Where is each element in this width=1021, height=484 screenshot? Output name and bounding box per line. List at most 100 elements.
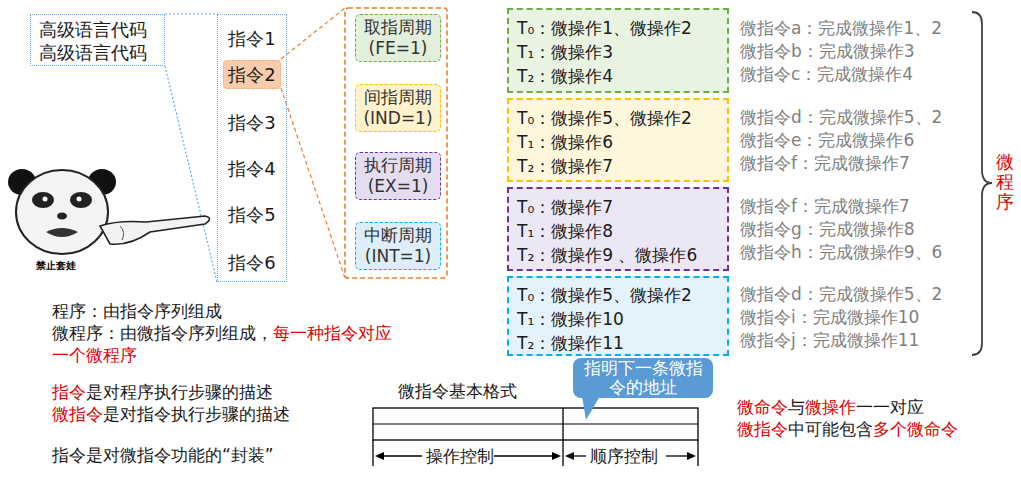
timing-box: T₀：微操作1、微操作2T₁：微操作3T₂：微操作4	[507, 8, 729, 93]
text-line: 微指令e：完成微操作6	[740, 129, 914, 151]
node-text: 指令4	[222, 158, 282, 180]
text-line: 微指令基本格式	[398, 380, 517, 402]
label-text: 微指令f：完成微操作7	[740, 196, 910, 216]
cycle-box: 执行周期 (EX=1)	[355, 152, 441, 200]
node-text: T₀：微操作5、微操作2	[517, 283, 719, 307]
label-text: 微指令基本格式	[398, 381, 517, 401]
label-text: 微指令g：完成微操作8	[740, 219, 915, 239]
text-line: 微指令是对指令执行步骤的描述	[52, 403, 290, 425]
node-text: T₀：微操作5、微操作2	[517, 106, 719, 130]
node-text: 执行周期 (EX=1)	[359, 155, 437, 197]
brace	[972, 12, 992, 355]
timing-box: T₀：微操作7T₁：微操作8T₂：微操作9 、微操作6	[507, 187, 729, 271]
callout-bubble: 指明下一条微指令的地址	[573, 358, 713, 398]
label-text: 微指令b：完成微操作3	[740, 41, 915, 61]
label-text: 微指令h：完成微操作9、6	[740, 242, 942, 262]
node-text: 指令2	[228, 64, 275, 86]
leader-line	[281, 8, 345, 59]
text-line: 微指令g：完成微操作8	[740, 218, 915, 240]
dimension-tick	[372, 440, 373, 466]
text-line: 顺序控制	[590, 445, 658, 467]
text-line: 指令是对微指令功能的“封装”	[52, 444, 274, 466]
node-text: T₀：微操作1、微操作2	[517, 16, 719, 40]
label-text: 微操作	[805, 397, 856, 417]
node-text: 高级语言代码	[39, 41, 156, 64]
leader-line	[165, 66, 217, 282]
label-text: 微指令	[737, 419, 788, 439]
format-table	[373, 408, 698, 440]
label-text: 微指令c：完成微操作4	[740, 64, 913, 84]
label-text: 微命令	[737, 397, 788, 417]
label-text: 中可能包含	[788, 419, 873, 439]
timing-box: T₀：微操作5、微操作2T₁：微操作10T₂：微操作11	[507, 276, 729, 356]
text-line: 微指令d：完成微操作5、2	[740, 106, 942, 128]
label-text: 多个微命令	[873, 419, 958, 439]
text-line: 微指令h：完成微操作9、6	[740, 241, 942, 263]
label-text: 微指令	[52, 404, 103, 424]
label-text: 禁止套娃	[36, 260, 76, 271]
node-text: 指令5	[222, 204, 282, 226]
node-text: 中断周期 (INT=1)	[359, 225, 437, 267]
format-divider	[562, 408, 563, 466]
text-line: 微指令f：完成微操作7	[740, 152, 910, 174]
cycle-box: 间指周期 (IND=1)	[355, 84, 441, 132]
code-box: 高级语言代码高级语言代码	[30, 14, 165, 66]
text-line: 微指令j：完成微操作11	[740, 329, 919, 351]
cycle-group-outline	[345, 8, 447, 278]
text-line: 微指令b：完成微操作3	[740, 40, 915, 62]
node-text: T₂：微操作9 、微操作6	[517, 243, 719, 267]
node-text: T₂：微操作11	[517, 331, 719, 355]
label-text: 是对指令执行步骤的描述	[103, 404, 290, 424]
text-line: 微指令中可能包含多个微命令	[737, 418, 958, 440]
node-text: 指令1	[222, 28, 282, 50]
instruction-box: 指令2	[223, 60, 281, 89]
label-text: 微指令e：完成微操作6	[740, 130, 914, 150]
text-line: 微指令c：完成微操作4	[740, 63, 913, 85]
cycle-box: 取指周期 (FE=1)	[355, 14, 441, 62]
dimension-tick	[697, 440, 698, 466]
text-line: 微指令a：完成微操作1、2	[740, 17, 942, 39]
leader-line	[165, 13, 217, 14]
label-text: 指令是对微指令功能的“封装”	[52, 445, 274, 465]
text-line: 操作控制	[426, 445, 494, 467]
leader-line	[281, 88, 345, 278]
format-table-line	[373, 424, 698, 425]
label-text: 微指令j：完成微操作11	[740, 330, 919, 350]
text-line: 微命令与微操作一一对应	[737, 396, 924, 418]
text-line: 微指令d：完成微操作5、2	[740, 283, 942, 305]
node-text: T₀：微操作7	[517, 195, 719, 219]
label-text: 微指令f：完成微操作7	[740, 153, 910, 173]
node-text: 指令3	[222, 112, 282, 134]
node-text: T₁：微操作3	[517, 40, 719, 64]
label-text: 微程序：由微指令序列组成，	[52, 323, 273, 343]
label-text: 微指令i：完成微操作10	[740, 307, 919, 327]
text-line: 指令是对程序执行步骤的描述	[52, 381, 273, 403]
label-text: 与	[788, 397, 805, 417]
label-text: 程序：由指令序列组成	[52, 301, 222, 321]
panda-meme	[6, 163, 210, 275]
node-text: 高级语言代码	[39, 18, 156, 41]
label-text: 操作控制	[426, 446, 494, 466]
label-text: 一一对应	[856, 397, 924, 417]
label-text: 指令	[52, 382, 86, 402]
text-line: 程序：由指令序列组成	[52, 300, 222, 322]
text-line: 微指令i：完成微操作10	[740, 306, 919, 328]
node-text: T₁：微操作6	[517, 130, 719, 154]
node-text: 指令6	[222, 252, 282, 274]
text-line: 微程序：由微指令序列组成，每一种指令对应一个微程序	[52, 322, 397, 366]
cycle-box: 中断周期 (INT=1)	[355, 222, 441, 270]
node-text: T₂：微操作7	[517, 154, 719, 178]
label-text: 微指令a：完成微操作1、2	[740, 18, 942, 38]
label-text: 是对程序执行步骤的描述	[86, 382, 273, 402]
instruction-list-box: 指令1 指令3 指令4 指令5 指令6 指令2	[217, 14, 287, 282]
label-text: 顺序控制	[590, 446, 658, 466]
node-text: 间指周期 (IND=1)	[359, 87, 437, 129]
text-line: 微程序	[996, 152, 1014, 211]
vertical-label: 微程序	[996, 151, 1014, 212]
callout-tail	[582, 396, 600, 420]
label-text: 微指令d：完成微操作5、2	[740, 284, 942, 304]
node-text: 指明下一条微指令的地址	[579, 359, 707, 397]
text-line: 禁止套娃	[36, 260, 76, 272]
node-text: T₂：微操作4	[517, 64, 719, 88]
timing-box: T₀：微操作5、微操作2T₁：微操作6T₂：微操作7	[507, 98, 729, 182]
